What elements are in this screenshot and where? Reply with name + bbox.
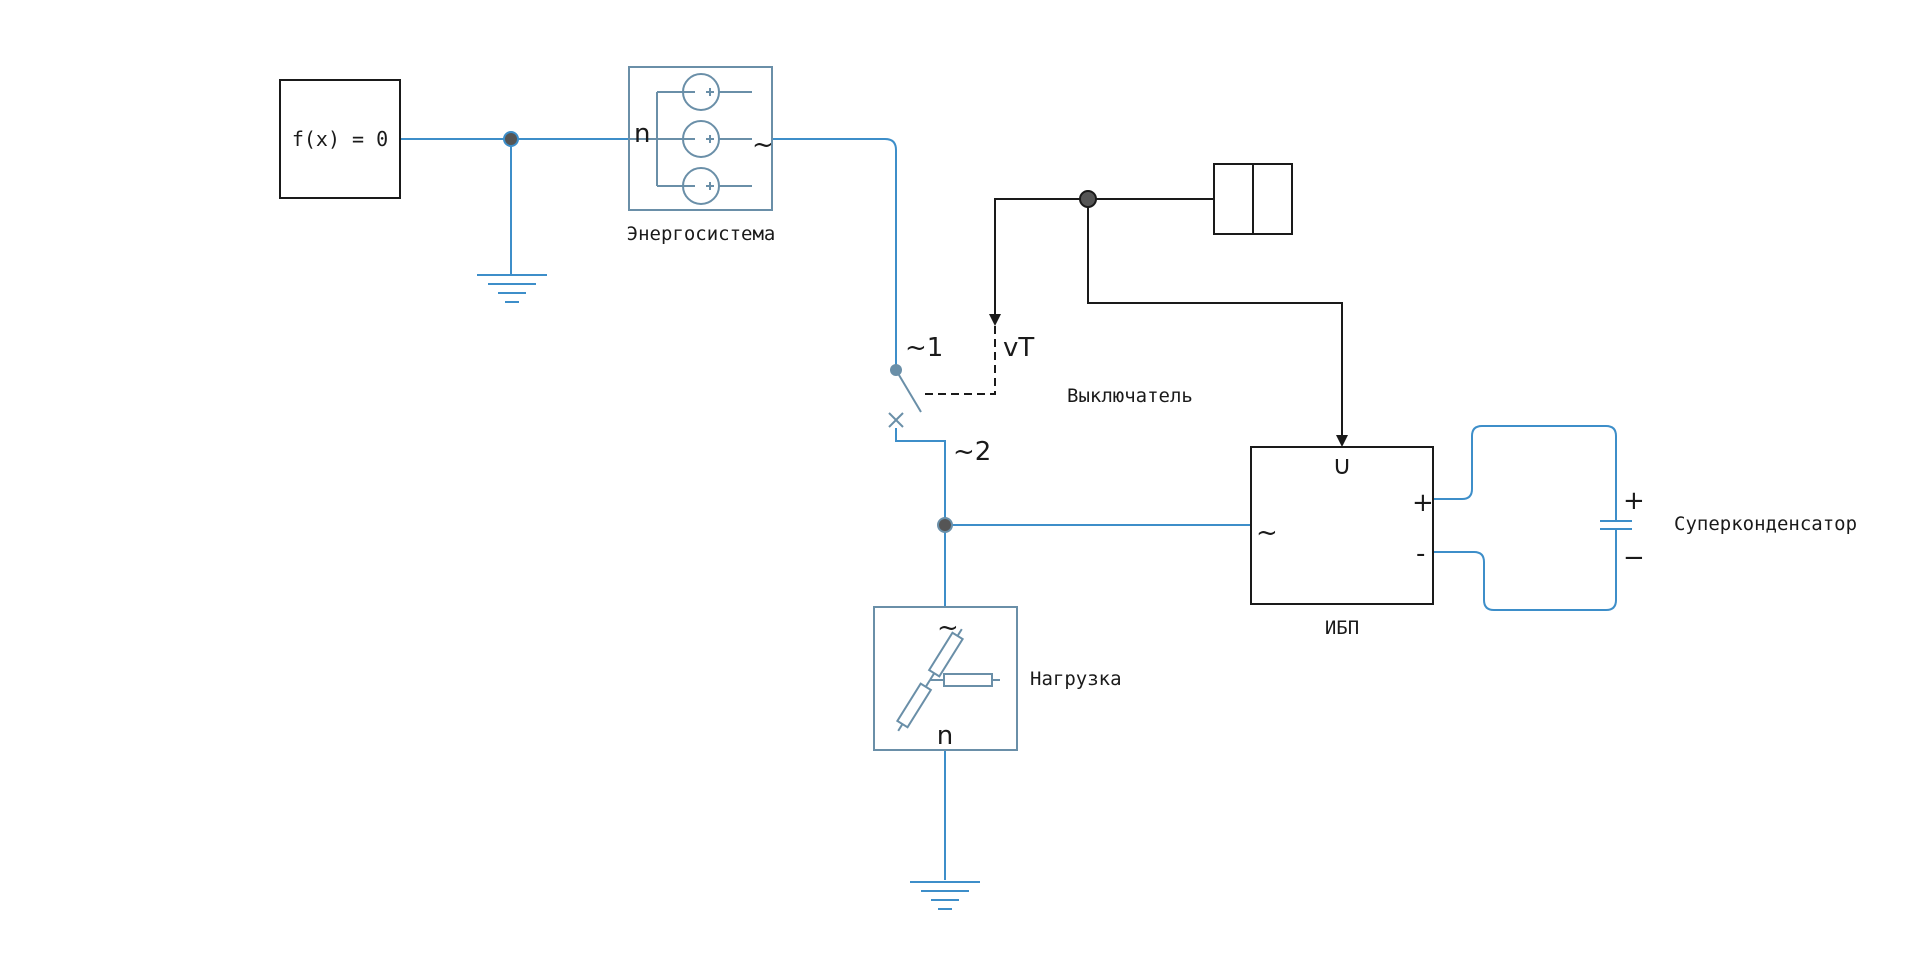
breaker-port-1: ~1	[905, 333, 943, 363]
ground-icon[interactable]	[477, 274, 547, 303]
supercap-label: Суперконденсатор	[1674, 513, 1857, 535]
signal-wires	[920, 198, 1348, 447]
ups-port-minus: -	[1416, 539, 1425, 569]
electrical-wires	[400, 138, 1617, 880]
power-port-ac: ~	[752, 130, 774, 160]
load-port-ac: ~	[937, 613, 959, 643]
wire-breaker-junction[interactable]	[895, 428, 946, 525]
wire-ups-minus-cap[interactable]	[1433, 551, 1617, 611]
breaker-open-x-icon	[888, 412, 904, 428]
wire-power-breaker[interactable]	[772, 138, 897, 370]
star-load-icon	[895, 628, 1000, 732]
supercapacitor-block[interactable]: + −	[1600, 486, 1645, 578]
power-port-n: n	[634, 119, 650, 149]
power-system-label: Энергосистема	[627, 223, 776, 245]
supercap-port-minus: −	[1623, 543, 1645, 573]
ups-label: ИБП	[1325, 617, 1359, 639]
junction-load-ups[interactable]	[937, 517, 953, 533]
breaker-switch-blade	[895, 369, 922, 413]
load-port-n: n	[937, 721, 953, 751]
solver-label: f(x) = 0	[292, 127, 388, 151]
load-block[interactable]: ~ n	[873, 606, 1018, 751]
breaker-port-2: ~2	[953, 437, 991, 467]
capacitor-icon	[1600, 520, 1632, 578]
ups-block[interactable]: ∪ ~ + -	[1250, 446, 1434, 605]
breaker-port-control: vT	[1003, 333, 1034, 363]
breaker-block[interactable]: ~1 ~2 vT	[888, 333, 1034, 467]
junction-ground-solver[interactable]	[503, 131, 519, 147]
ground-icon-load[interactable]	[910, 881, 980, 910]
three-phase-source-icon	[628, 73, 752, 205]
wire-ups-plus-cap[interactable]	[1433, 425, 1617, 520]
signal-to-ups[interactable]	[1087, 199, 1343, 438]
breaker-label: Выключатель	[1067, 385, 1193, 407]
signal-to-breaker[interactable]	[994, 198, 1088, 318]
ups-port-plus: +	[1412, 488, 1434, 518]
ups-port-control: ∪	[1332, 451, 1351, 481]
solver-block[interactable]: f(x) = 0	[279, 79, 401, 199]
arrow-to-ups	[1336, 435, 1348, 447]
supercap-port-plus: +	[1623, 486, 1645, 516]
breaker-control-dashed	[920, 326, 996, 395]
load-label: Нагрузка	[1030, 668, 1122, 690]
power-system-block[interactable]: n ~	[628, 66, 774, 211]
arrow-to-breaker	[989, 314, 1001, 326]
junction-signal[interactable]	[1079, 190, 1097, 208]
step-source-block[interactable]	[1213, 163, 1293, 235]
ups-port-ac: ~	[1256, 518, 1278, 548]
